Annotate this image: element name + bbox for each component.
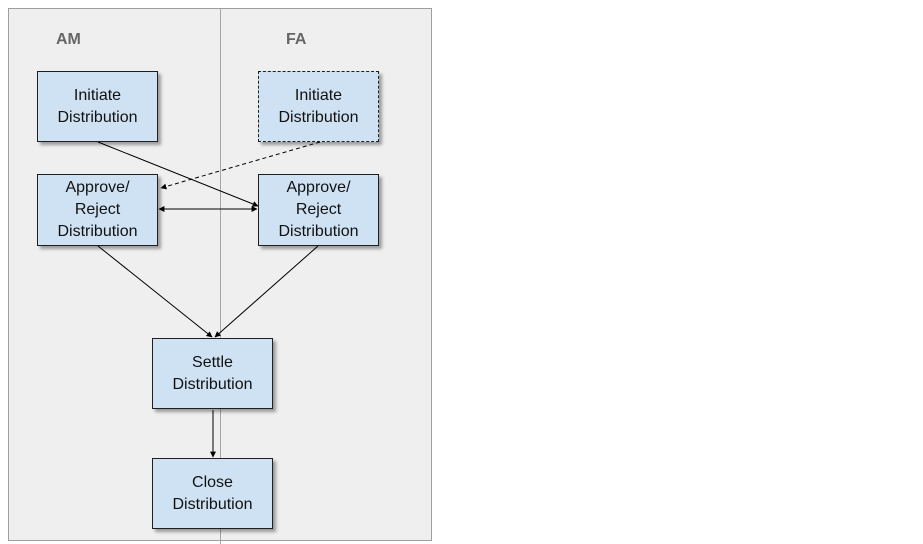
lane-label-am: AM (56, 31, 81, 48)
node-fa-approve-reject-distribution: Approve/ Reject Distribution (258, 174, 379, 246)
node-settle-distribution: Settle Distribution (152, 338, 273, 409)
node-close-distribution: Close Distribution (152, 458, 273, 529)
lane-label-fa: FA (286, 31, 307, 48)
node-am-approve-reject-distribution: Approve/ Reject Distribution (37, 174, 158, 246)
node-am-initiate-distribution: Initiate Distribution (37, 71, 158, 142)
node-fa-initiate-distribution: Initiate Distribution (258, 71, 379, 142)
